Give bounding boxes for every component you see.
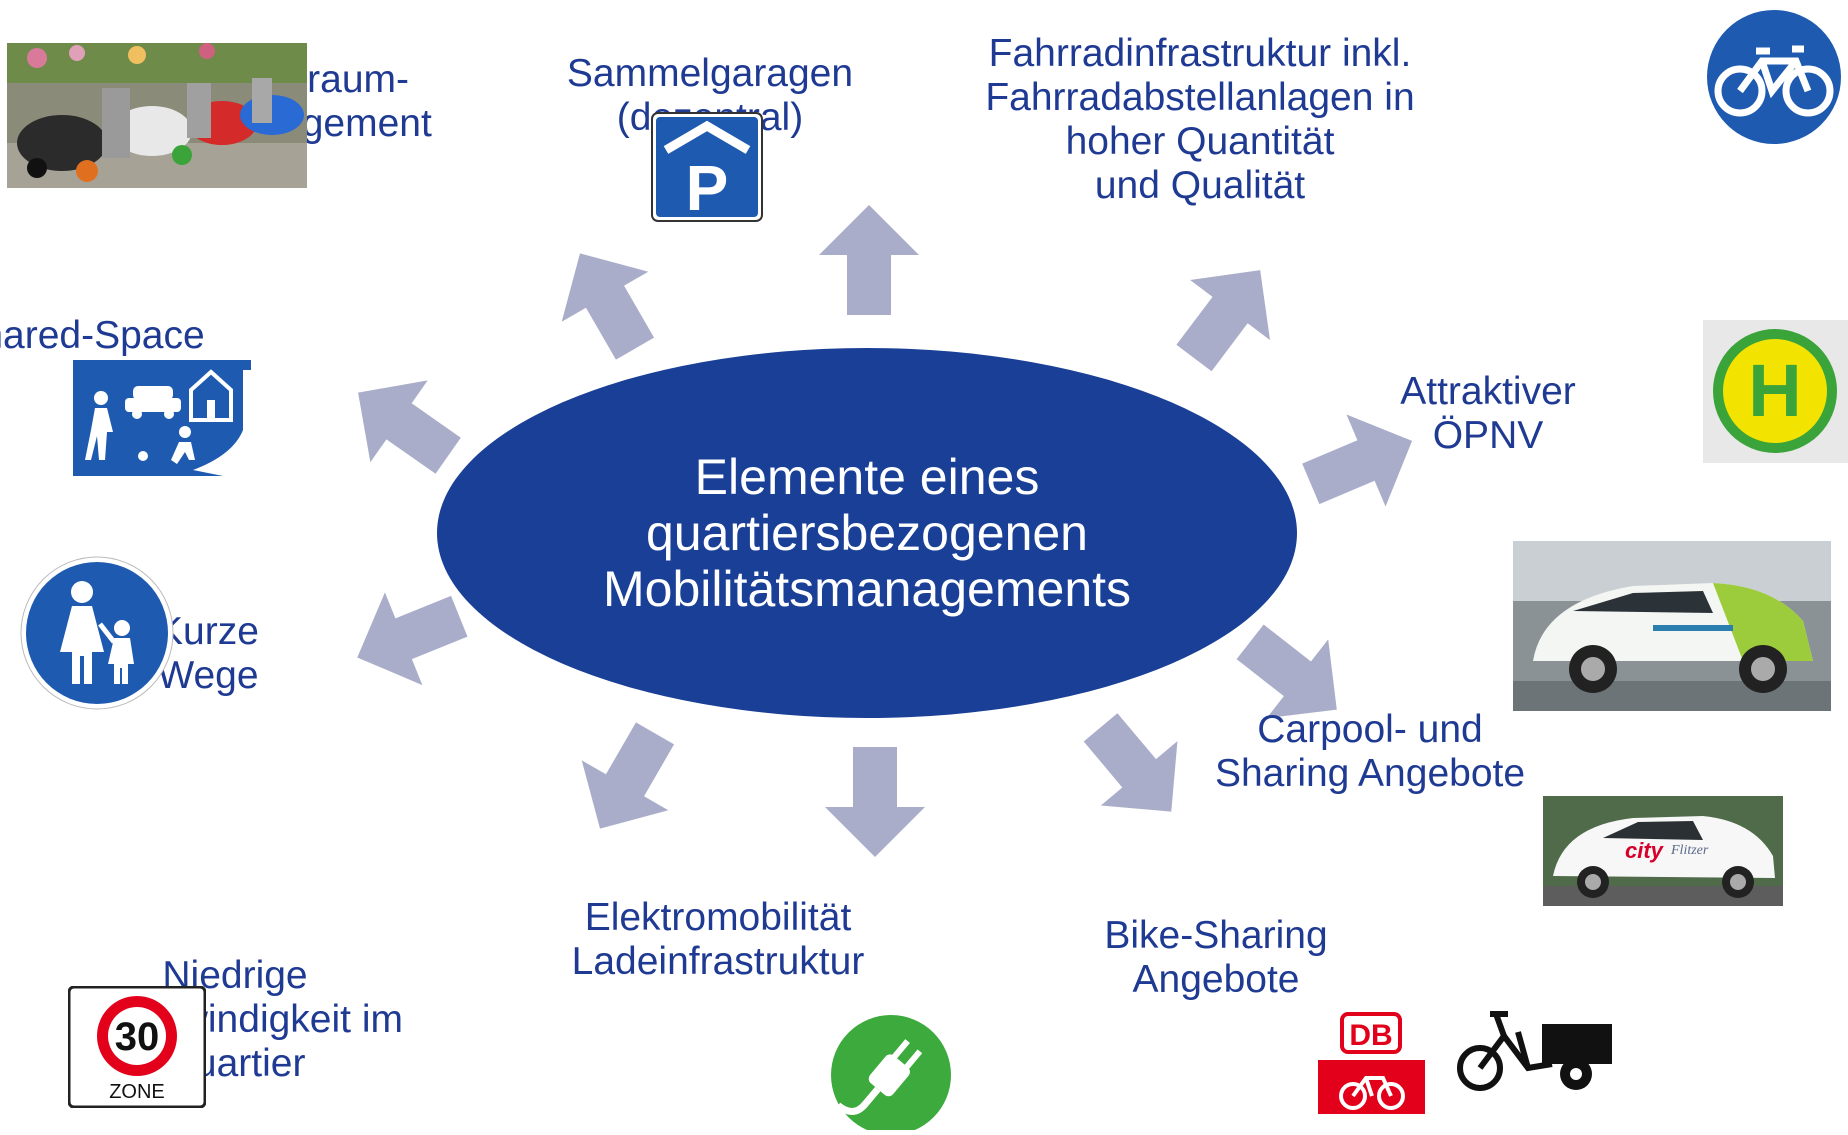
central-title: Elemente eines quartiersbezogenen Mobili… [603,449,1131,617]
central-title-line: Mobilitätsmanagements [602,561,1132,617]
carpool-car-photo [1513,541,1831,711]
arrow-parkraum [536,228,679,374]
label-oepnv: Attraktiver ÖPNV [1400,370,1576,458]
label-line: Sharing Angebote [1214,752,1526,795]
shared-space-sign [73,360,251,476]
label-line: ÖPNV [1432,414,1544,457]
bus-stop-sign: H [1703,320,1848,463]
speed-zone-30-sign: 30 ZONE [67,985,207,1109]
arrow-sammelgaragen [819,205,919,315]
arrow-niedrige [556,708,699,854]
central-title-line: Elemente eines [694,449,1040,505]
cargo-bike-icon [1456,1006,1614,1092]
label-sammelgaragen: Sammelgaragen (dezentral) [567,52,853,140]
label-line: Ladeinfrastruktur [571,940,865,983]
label-line: Elektromobilität [584,896,852,939]
label-line: Fahrradabstellanlagen in [985,76,1415,119]
parking-garage-sign: P [651,112,763,224]
label-line: Attraktiver [1400,370,1576,413]
charging-plug-icon [831,1015,951,1135]
label-carpool: Carpool- und Sharing Angebote [1215,708,1525,796]
speed-limit-number: 30 [115,1015,160,1059]
arrow-bike-sharing [1062,695,1210,844]
zone-text: ZONE [109,1081,165,1103]
parking-letter: P [686,152,729,222]
cityflitzer-car-photo: city Flitzer [1543,796,1783,906]
central-title-line: quartiersbezogenen [646,505,1088,561]
db-logo-text: DB [1349,1019,1392,1052]
label-bike-sharing: Bike-Sharing Angebote [1104,914,1327,1002]
arrow-elektro [825,747,925,857]
label-line: Fahrradinfrastruktur inkl. [988,32,1412,75]
label-line: Bike-Sharing [1104,914,1328,957]
central-ellipse: Elemente eines quartiersbezogenen Mobili… [437,348,1297,718]
label-line: Carpool- und [1257,708,1483,751]
label-shared-space: Shared-Space [0,314,205,358]
arrow-fahrrad [1154,240,1301,389]
label-line: Sammelgaragen [566,52,854,95]
car-brand-text: city [1625,838,1665,863]
bicycle-sign [1700,3,1848,151]
parking-bobbycars-photo [7,43,307,188]
label-line: Wege [157,654,259,697]
db-bike-sharing-logo: DB [1318,1008,1425,1114]
label-line: Shared-Space [0,314,205,357]
label-line: Angebote [1132,958,1300,1001]
bus-stop-letter: H [1748,349,1801,432]
label-elektro: Elektromobilität Ladeinfrastruktur [572,896,865,984]
label-fahrrad: Fahrradinfrastruktur inkl. Fahrradabstel… [985,32,1414,208]
label-line: Kurze [157,610,259,653]
label-kurze-wege: Kurze Wege [157,610,259,698]
car-brand-suffix: Flitzer [1670,843,1709,858]
arrow-shared-space [329,351,477,497]
label-line: und Qualität [1094,164,1306,207]
pedestrian-path-sign [20,556,174,710]
label-line: hoher Quantität [1065,120,1335,163]
